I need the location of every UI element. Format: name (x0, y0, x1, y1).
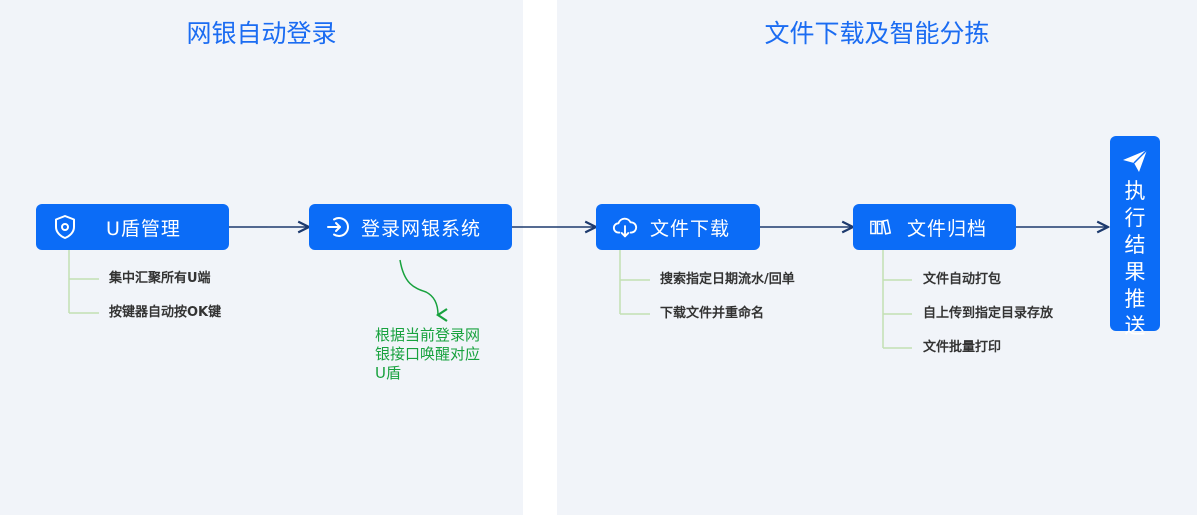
archive-folder-icon (869, 214, 895, 240)
node-result-push-char: 结 (1124, 233, 1146, 257)
paper-plane-icon (1121, 148, 1149, 174)
annotation-arrow (399, 259, 448, 322)
node-result-push-char: 送 (1124, 314, 1146, 338)
node-file-download[interactable]: 文件下载 (596, 204, 760, 250)
annotation-line: U盾 (375, 364, 401, 382)
node-file-archive-label: 文件归档 (907, 217, 988, 240)
subitem-download-search: 搜索指定日期流水/回单 (660, 272, 795, 287)
subitem-archive-print: 文件批量打印 (923, 340, 1002, 355)
tree-lines-archive (882, 250, 912, 349)
node-result-push-label: 执 行 结 果 推 送 (1125, 178, 1146, 340)
node-ukey-management[interactable]: U盾管理 (36, 204, 229, 250)
node-login-bank-system-label: 登录网银系统 (361, 217, 482, 240)
shield-icon (52, 214, 78, 240)
subitem-ukey-auto-press: 按键器自动按OK键 (109, 305, 222, 320)
node-login-bank-system[interactable]: 登录网银系统 (309, 204, 512, 250)
node-file-archive[interactable]: 文件归档 (853, 204, 1016, 250)
tree-lines-download (619, 250, 650, 315)
panel-file-download (557, 0, 1197, 515)
annotation-line: 银接口唤醒对应 (375, 345, 481, 363)
panel-title-file-download: 文件下载及智能分拣 (764, 19, 990, 48)
node-result-push-char: 执 (1124, 179, 1146, 203)
panel-auto-login (0, 0, 523, 515)
subitem-ukey-collect: 集中汇聚所有U端 (109, 271, 211, 286)
node-result-push-char: 行 (1124, 206, 1146, 230)
annotation-wake-ukey: 根据当前登录网 银接口唤醒对应 U盾 (375, 326, 495, 383)
login-arrow-icon (325, 214, 351, 240)
subitem-download-rename: 下载文件并重命名 (660, 306, 765, 321)
node-result-push-char: 果 (1124, 260, 1146, 284)
cloud-download-icon (612, 214, 638, 240)
panel-title-auto-login: 网银自动登录 (186, 19, 337, 48)
tree-lines-ukey (68, 250, 99, 314)
node-result-push[interactable]: 执 行 结 果 推 送 (1110, 136, 1160, 338)
subitem-archive-pack: 文件自动打包 (923, 272, 1002, 287)
node-result-push-char: 推 (1124, 287, 1146, 311)
annotation-line: 根据当前登录网 (375, 326, 481, 344)
node-file-download-label: 文件下载 (650, 217, 731, 240)
subitem-archive-upload: 自上传到指定目录存放 (923, 306, 1054, 321)
node-ukey-management-label: U盾管理 (106, 217, 181, 240)
